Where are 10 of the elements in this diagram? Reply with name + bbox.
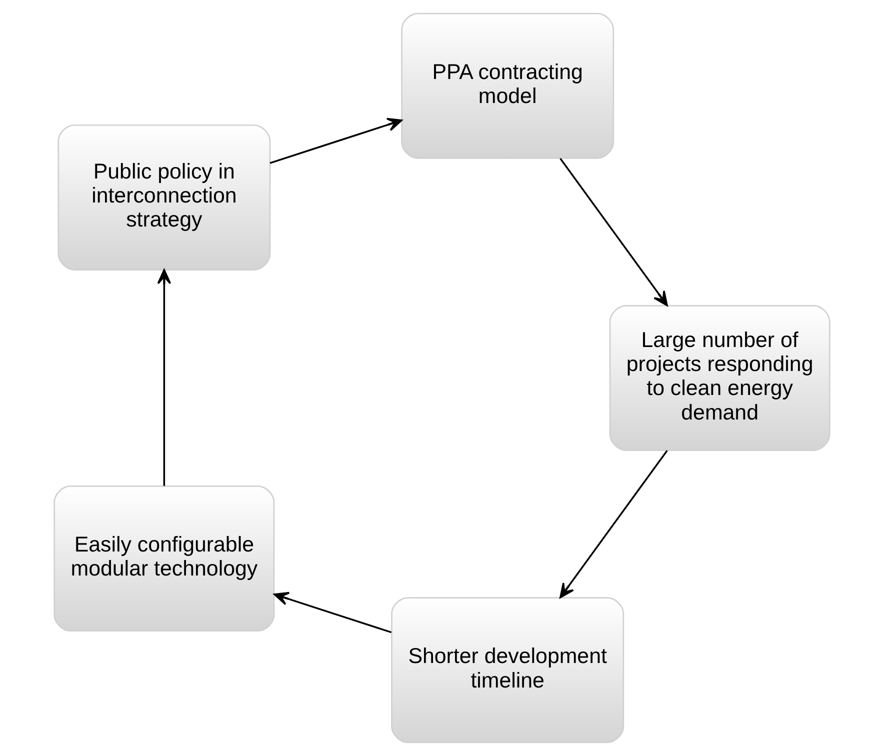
node-box: Easily configurable modular technology <box>54 486 275 632</box>
node-box: Large number of projects responding to clean energy demand <box>609 305 830 451</box>
arrow <box>157 269 172 486</box>
arrow <box>560 450 668 598</box>
node-box: Public policy in interconnection strategy <box>58 124 271 270</box>
node-box: PPA contracting model <box>401 12 614 159</box>
arrow <box>560 158 668 306</box>
arrow <box>274 592 392 634</box>
arrow <box>270 118 402 164</box>
node-box: Shorter development timeline <box>391 597 624 744</box>
